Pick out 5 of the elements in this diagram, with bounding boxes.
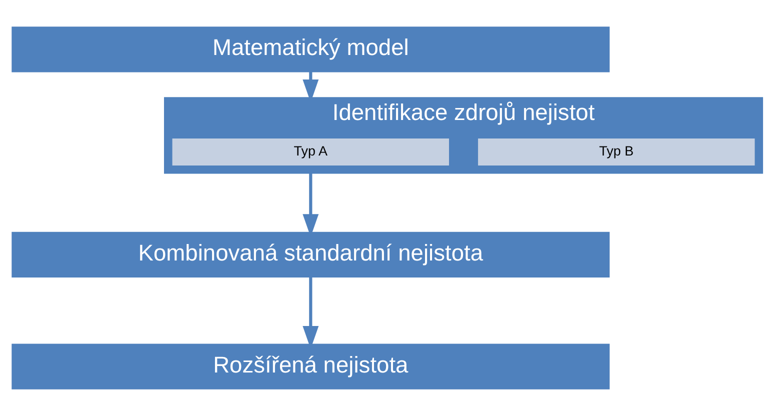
- node-box: Kombinovaná standardní nejistota: [12, 231, 610, 277]
- node-box: Matematický model: [12, 26, 610, 72]
- node-box: Rozšířená nejistota: [12, 343, 610, 389]
- node-box: Typ A: [172, 138, 450, 165]
- node-box: Typ B: [478, 138, 755, 165]
